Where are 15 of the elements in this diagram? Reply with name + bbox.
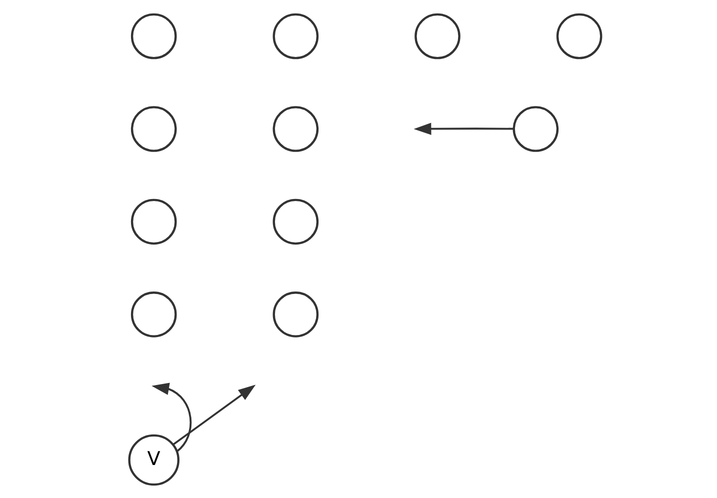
- node-circle: [556, 12, 602, 59]
- node-circle: [130, 198, 176, 244]
- node-circle: [272, 12, 318, 59]
- node-circle: [272, 291, 318, 337]
- node-circle: [272, 106, 318, 152]
- node-circle: [130, 106, 176, 152]
- node-circle: [512, 106, 558, 152]
- node-circle: [414, 12, 460, 59]
- node-circle: V: [128, 434, 179, 486]
- arrow: [172, 384, 256, 445]
- node-circle: [130, 291, 176, 337]
- node-circle: [130, 12, 176, 59]
- arrow: [413, 122, 514, 134]
- node-circle: [272, 198, 318, 244]
- arrow: [151, 382, 192, 452]
